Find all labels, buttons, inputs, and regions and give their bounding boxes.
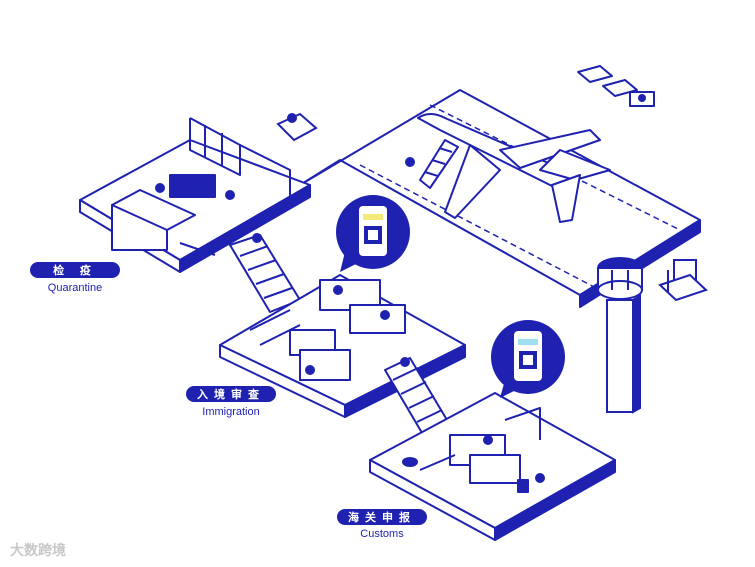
phone-qr-icon xyxy=(336,195,410,272)
tug-vehicle-icon xyxy=(278,114,316,140)
quarantine-platform xyxy=(80,118,310,272)
forklift-icon xyxy=(660,260,706,300)
customs-label-cn: 海关申报 xyxy=(337,509,427,525)
escalator-1 xyxy=(230,234,300,312)
control-tower-icon xyxy=(598,258,642,412)
quarantine-label-en: Quarantine xyxy=(30,282,120,294)
watermark: 大数跨境 xyxy=(10,540,66,560)
immigration-label-cn: 入境审查 xyxy=(186,386,276,402)
immigration-label-en: Immigration xyxy=(186,406,276,418)
quarantine-label-cn: 检 疫 xyxy=(30,262,120,278)
phone-qr-icon-2 xyxy=(491,320,565,398)
baggage-cart-icon xyxy=(578,66,654,106)
customs-label-en: Customs xyxy=(337,528,427,540)
